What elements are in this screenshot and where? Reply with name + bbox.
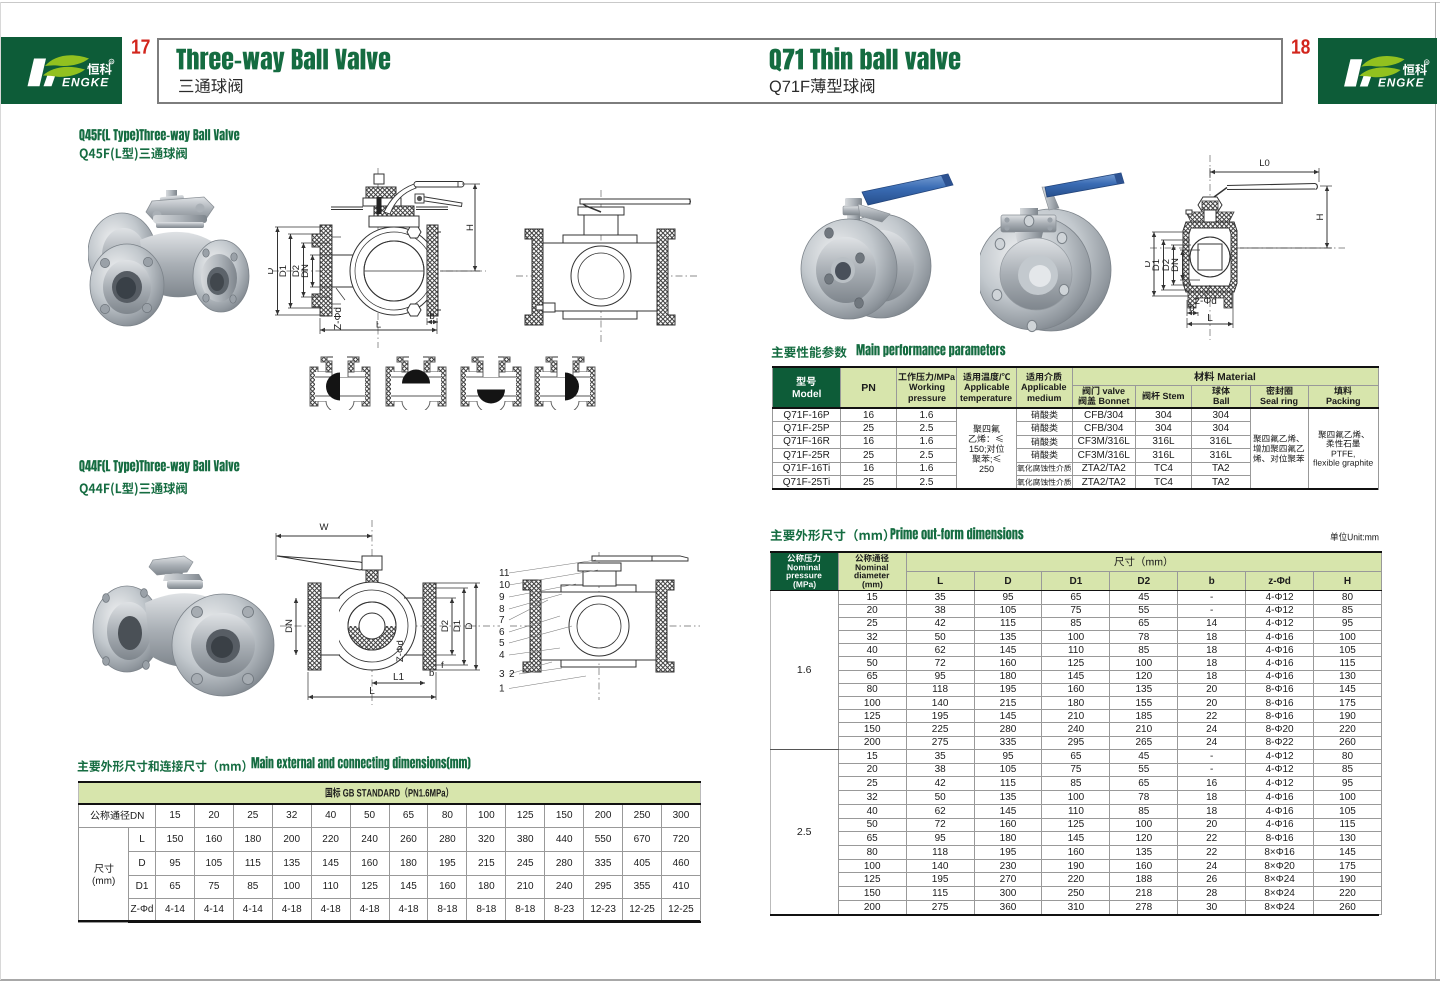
svg-text:z-Φd: z-Φd <box>1195 296 1217 307</box>
svg-text:L: L <box>1207 313 1213 324</box>
svg-text:10: 10 <box>499 580 511 591</box>
svg-text:f: f <box>441 660 444 671</box>
svg-text:L: L <box>369 686 375 697</box>
svg-text:3: 3 <box>499 669 505 680</box>
svg-text:D2: D2 <box>291 265 302 277</box>
svg-text:11: 11 <box>499 568 510 579</box>
svg-text:Z-Φd: Z-Φd <box>395 640 406 662</box>
svg-text:D: D <box>1145 260 1153 267</box>
svg-text:L0: L0 <box>1259 158 1270 169</box>
svg-text:b: b <box>429 311 435 322</box>
svg-text:Z-Φd: Z-Φd <box>333 307 344 330</box>
svg-text:W: W <box>320 522 329 533</box>
svg-text:1: 1 <box>499 684 505 695</box>
svg-text:b: b <box>429 668 434 679</box>
svg-text:8: 8 <box>499 604 505 615</box>
svg-text:D1: D1 <box>278 265 289 277</box>
svg-text:4: 4 <box>499 650 505 661</box>
svg-text:D2: D2 <box>1161 259 1172 271</box>
svg-text:L: L <box>376 320 381 331</box>
svg-text:DN: DN <box>284 619 295 633</box>
svg-text:L1: L1 <box>393 672 405 683</box>
svg-text:2: 2 <box>509 669 515 680</box>
svg-text:H: H <box>465 224 476 231</box>
svg-text:9: 9 <box>499 592 505 603</box>
svg-text:DN: DN <box>1170 258 1181 272</box>
svg-text:D: D <box>268 267 276 274</box>
svg-text:D1: D1 <box>1151 259 1162 271</box>
svg-text:6: 6 <box>499 627 505 638</box>
svg-text:5: 5 <box>499 638 505 649</box>
svg-text:7: 7 <box>499 615 505 626</box>
svg-text:H: H <box>1315 213 1326 220</box>
svg-text:b: b <box>1189 303 1195 314</box>
svg-text:D: D <box>464 622 475 629</box>
svg-text:D1: D1 <box>452 620 463 632</box>
svg-text:DN: DN <box>300 264 311 278</box>
svg-text:D2: D2 <box>440 620 451 632</box>
